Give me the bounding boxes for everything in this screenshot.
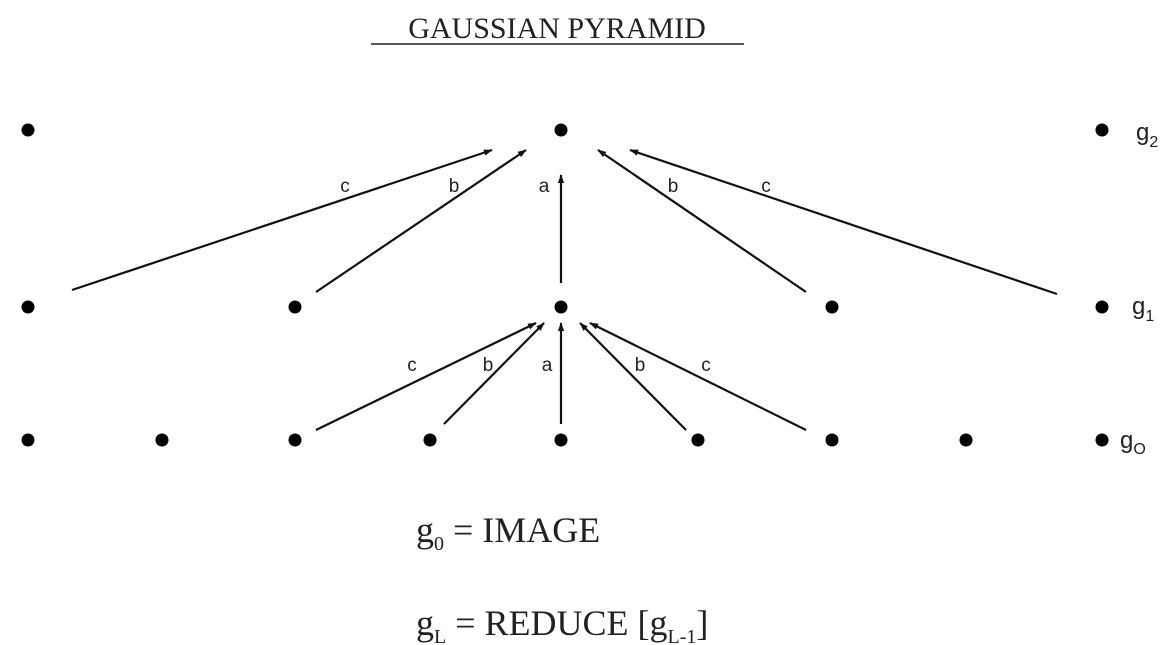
arrow-g0-near-right xyxy=(579,322,687,431)
formula-reduce: gL = REDUCE [gL-1] xyxy=(416,603,708,645)
svg-text:gO: gO xyxy=(1120,427,1146,458)
arrow-g1-near-right xyxy=(597,149,807,293)
formula-image: g0 = IMAGE xyxy=(416,510,600,555)
node-g0-6 xyxy=(825,433,839,447)
node-g0-3 xyxy=(423,433,437,447)
node-g1-0 xyxy=(21,300,35,314)
svg-text:gL = REDUCE [gL-1]: gL = REDUCE [gL-1] xyxy=(416,603,708,645)
edge-label-g1-center: a xyxy=(539,176,550,197)
node-g0-0 xyxy=(21,433,35,447)
diagram-title: GAUSSIAN PYRAMID xyxy=(408,12,706,45)
arrow-g1-near-left xyxy=(315,149,527,293)
node-g0-1 xyxy=(155,433,169,447)
svg-text:g2: g2 xyxy=(1136,119,1158,151)
node-g1-4 xyxy=(1095,300,1109,314)
edge-label-g1-far-left: c xyxy=(340,176,350,197)
node-g0-2 xyxy=(288,433,302,447)
edge-label-g1-far-right: c xyxy=(761,176,771,197)
edge-label-g0-center: a xyxy=(542,355,553,376)
edge-label-g0-far-left: c xyxy=(407,355,417,376)
edge-label-g0-near-left: b xyxy=(483,355,494,376)
node-g1-3 xyxy=(825,300,839,314)
arrow-g0-far-left xyxy=(315,322,537,431)
edge-label-g1-near-left: b xyxy=(449,176,460,197)
node-g1-2 xyxy=(554,300,568,314)
arrow-g0-near-left xyxy=(443,322,545,425)
arrow-g1-far-left xyxy=(71,148,493,292)
edge-weight-labels: c b a b c c b a b c xyxy=(340,176,771,376)
svg-text:g0 = IMAGE: g0 = IMAGE xyxy=(416,510,600,555)
edge-label-g0-far-right: c xyxy=(701,355,711,376)
node-g2-2 xyxy=(1095,123,1109,137)
edge-label-g0-near-right: b xyxy=(635,355,646,376)
pyramid-nodes xyxy=(21,123,1109,447)
level-label-g2: g2 xyxy=(1136,119,1158,151)
node-g1-1 xyxy=(288,300,302,314)
level-label-g0: gO xyxy=(1120,427,1146,458)
node-g0-4 xyxy=(554,433,568,447)
node-g2-1 xyxy=(554,123,568,137)
level-label-g1: g1 xyxy=(1132,293,1154,325)
node-g0-8 xyxy=(1095,433,1109,447)
reduce-arrows xyxy=(71,148,1058,431)
node-g2-0 xyxy=(21,123,35,137)
arrow-g1-far-right xyxy=(629,148,1058,296)
edge-label-g1-near-right: b xyxy=(668,176,679,197)
arrow-g0-far-right xyxy=(589,322,807,431)
node-g0-7 xyxy=(959,433,973,447)
node-g0-5 xyxy=(691,433,705,447)
svg-text:g1: g1 xyxy=(1132,293,1154,325)
